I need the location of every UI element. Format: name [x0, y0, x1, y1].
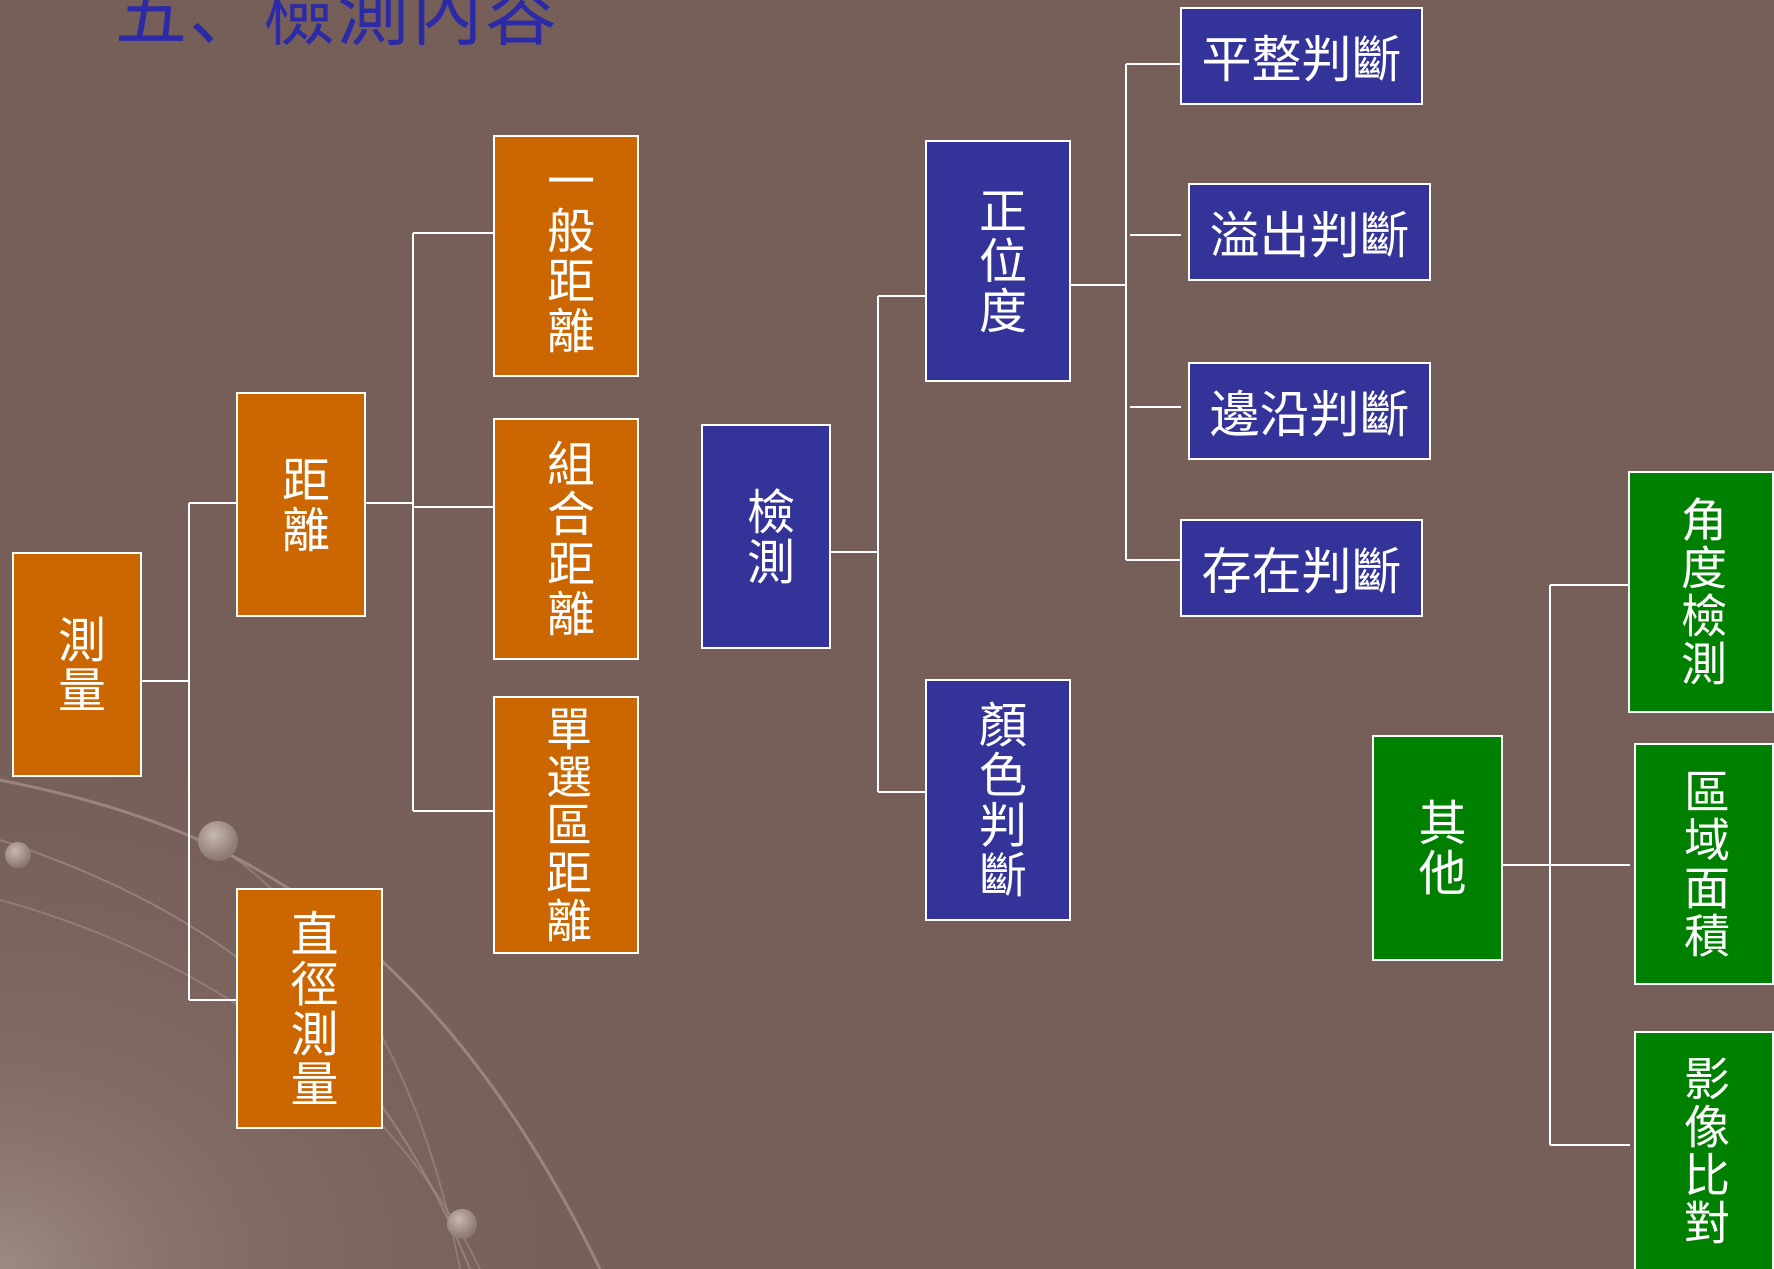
node-position: 正位度 [925, 140, 1071, 382]
node-inspection-label: 檢測 [738, 486, 794, 587]
node-area-measurement: 區域面積 [1634, 743, 1774, 985]
node-area-measurement-label: 區域面積 [1677, 768, 1731, 960]
node-image-comparison: 影像比對 [1634, 1031, 1774, 1269]
node-general-distance: 一般距離 [493, 135, 639, 377]
page-title: 五、檢測內容 [115, 0, 560, 56]
node-presence-judgement-label: 存在判斷 [1201, 543, 1402, 601]
node-selected-area-distance: 單選區距離 [493, 696, 639, 954]
node-general-distance-label: 一般距離 [538, 156, 594, 356]
node-measure-label: 測量 [49, 614, 105, 715]
node-distance: 距離 [236, 392, 366, 617]
node-diameter-measurement: 直徑測量 [236, 888, 383, 1129]
node-selected-area-distance-label: 單選區距離 [539, 705, 593, 945]
node-angle-inspection: 角度檢測 [1628, 471, 1774, 713]
node-overflow-judgement-label: 溢出判斷 [1209, 207, 1410, 265]
node-distance-label: 距離 [273, 454, 329, 555]
node-flatness-judgement-label: 平整判斷 [1201, 31, 1402, 89]
node-color-judgement: 顏色判斷 [925, 679, 1071, 921]
node-edge-judgement: 邊沿判斷 [1188, 362, 1431, 460]
node-presence-judgement: 存在判斷 [1180, 519, 1423, 617]
node-diameter-measurement-label: 直徑測量 [281, 908, 338, 1109]
node-color-judgement-label: 顏色判斷 [970, 700, 1026, 900]
node-inspection: 檢測 [701, 424, 831, 649]
node-combined-distance-label: 組合距離 [538, 439, 594, 639]
node-flatness-judgement: 平整判斷 [1180, 7, 1423, 105]
node-image-comparison-label: 影像比對 [1677, 1055, 1731, 1247]
node-other: 其他 [1372, 735, 1503, 961]
node-overflow-judgement: 溢出判斷 [1188, 183, 1431, 281]
node-combined-distance: 組合距離 [493, 418, 639, 660]
node-measure: 測量 [12, 552, 142, 777]
node-position-label: 正位度 [970, 186, 1026, 336]
node-other-label: 其他 [1409, 798, 1466, 898]
node-angle-inspection-label: 角度檢測 [1674, 496, 1728, 688]
node-edge-judgement-label: 邊沿判斷 [1209, 386, 1410, 444]
